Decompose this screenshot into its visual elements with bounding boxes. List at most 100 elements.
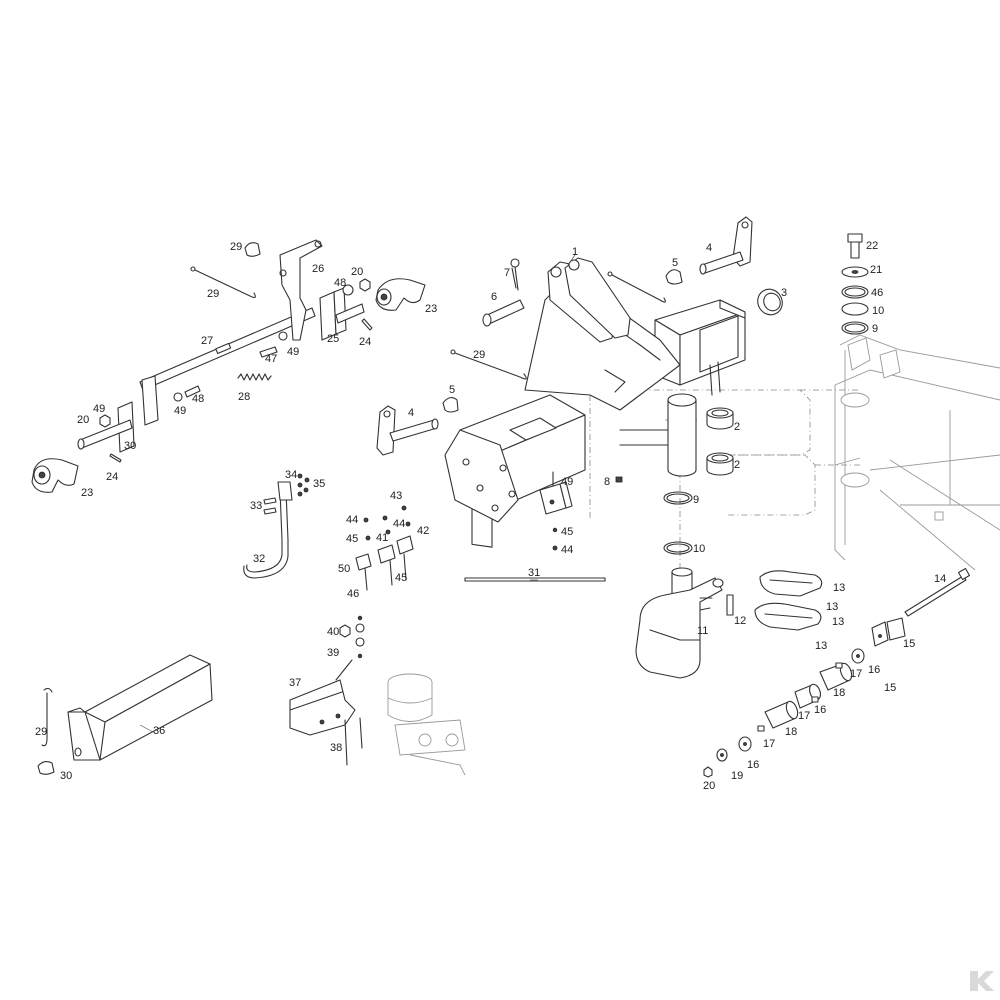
callout-label: 2: [734, 459, 740, 471]
bracket-38: [289, 615, 365, 766]
callout-label: 50: [338, 563, 350, 575]
nuts-35-36: [297, 473, 310, 497]
callout-label: 45: [395, 572, 407, 584]
valve-block-50-top: [539, 471, 573, 551]
callout-label: 49: [93, 403, 105, 415]
pin-6: [482, 299, 525, 327]
plate-31: [77, 375, 159, 453]
callout-label: 5: [449, 384, 455, 396]
callout-label: 5: [672, 257, 678, 269]
callout-label: 41: [376, 532, 388, 544]
callout-label: 8: [604, 476, 610, 488]
small-hardware-left: [99, 278, 371, 428]
callout-label: 18: [785, 726, 797, 738]
callout-label: 14: [934, 573, 946, 585]
callout-label: 44: [393, 518, 405, 530]
callout-label: 17: [763, 738, 775, 750]
callout-label: 10: [693, 543, 705, 555]
callout-label: 34: [285, 469, 297, 481]
tray-37: [67, 654, 213, 761]
callout-label: 16: [814, 704, 826, 716]
callout-label: 15: [903, 638, 915, 650]
callout-label: 15: [884, 682, 896, 694]
callout-label: 22: [866, 240, 878, 252]
ghost-machine-frame: [834, 334, 1000, 571]
callout-label: 49: [174, 405, 186, 417]
callout-label: 4: [706, 242, 712, 254]
callout-label: 28: [238, 391, 250, 403]
linch-pin-7: [510, 258, 520, 291]
callout-label: 35: [313, 478, 325, 490]
callout-label: 39: [327, 647, 339, 659]
callout-label: 21: [870, 264, 882, 276]
long-bolt-14: [904, 567, 971, 617]
callout-label: 42: [417, 525, 429, 537]
callout-label: 23: [81, 487, 93, 499]
callout-label: 45: [561, 526, 573, 538]
callout-label: 47: [265, 353, 277, 365]
callout-label: 16: [868, 664, 880, 676]
callout-label: 20: [77, 414, 89, 426]
callout-label: 43: [390, 490, 402, 502]
bolt-stack-right: [841, 233, 869, 335]
callout-label: 30: [60, 770, 72, 782]
clamps-30: [37, 242, 261, 775]
callout-label: 49: [561, 476, 573, 488]
callout-label: 13: [833, 582, 845, 594]
callout-label: 49: [287, 346, 299, 358]
bracket-26: [279, 239, 323, 341]
bearing-ring-3: [757, 288, 783, 316]
cams-23: [31, 278, 426, 493]
stop-blocks-13: [754, 570, 823, 631]
callout-label: 6: [491, 291, 497, 303]
lever-pin-4-lower: [376, 405, 439, 456]
pedal-33: [243, 481, 293, 579]
callout-label: 26: [312, 263, 324, 275]
callout-label: 12: [734, 615, 746, 627]
main-headstock-frame: [444, 257, 746, 548]
roll-pins-24: [109, 318, 373, 463]
callout-label: 18: [833, 687, 845, 699]
plate-25: [319, 287, 365, 341]
callout-label: 46: [347, 588, 359, 600]
callout-label: 3: [781, 287, 787, 299]
spacers-17: [757, 662, 843, 732]
leader-lines: [139, 254, 576, 733]
callout-label: 25: [327, 333, 339, 345]
cables-29: [41, 266, 666, 747]
callout-label: 13: [815, 640, 827, 652]
callout-label: 48: [334, 277, 346, 289]
spring-28: [237, 373, 272, 381]
grease-nipple-8: [615, 476, 623, 483]
callout-labels: 1 2 2 3 4 4 5 5 6 7 8 9 9 10 10 11 12 13…: [35, 240, 946, 792]
callout-label: 20: [703, 780, 715, 792]
callout-label: 17: [850, 668, 862, 680]
callout-label: 4: [408, 407, 414, 419]
rubber-buffers-18: [764, 662, 853, 729]
callout-label: 9: [693, 494, 699, 506]
callout-label: 29: [473, 349, 485, 361]
callout-label: 2: [734, 421, 740, 433]
rod-32: [464, 577, 606, 582]
callout-label: 38: [330, 742, 342, 754]
callout-label: 23: [425, 303, 437, 315]
callout-label: 29: [230, 241, 242, 253]
callout-label: 11: [697, 625, 708, 637]
callout-label: 7: [504, 267, 510, 279]
callout-label: 29: [35, 726, 47, 738]
callout-label: 32: [253, 553, 265, 565]
brand-logo-mark: [970, 971, 994, 991]
washers-16-19: [716, 648, 865, 762]
callout-label: 17: [798, 710, 810, 722]
callout-label: 31: [528, 567, 540, 579]
callout-label: 44: [346, 514, 358, 526]
brand-logo: [968, 967, 996, 995]
callout-label: 27: [201, 335, 213, 347]
callout-label: 45: [346, 533, 358, 545]
callout-label: 13: [832, 616, 844, 628]
callout-label: 29: [207, 288, 219, 300]
callout-label: 48: [192, 393, 204, 405]
callout-label: 30: [124, 440, 136, 452]
callout-label: 19: [731, 770, 743, 782]
